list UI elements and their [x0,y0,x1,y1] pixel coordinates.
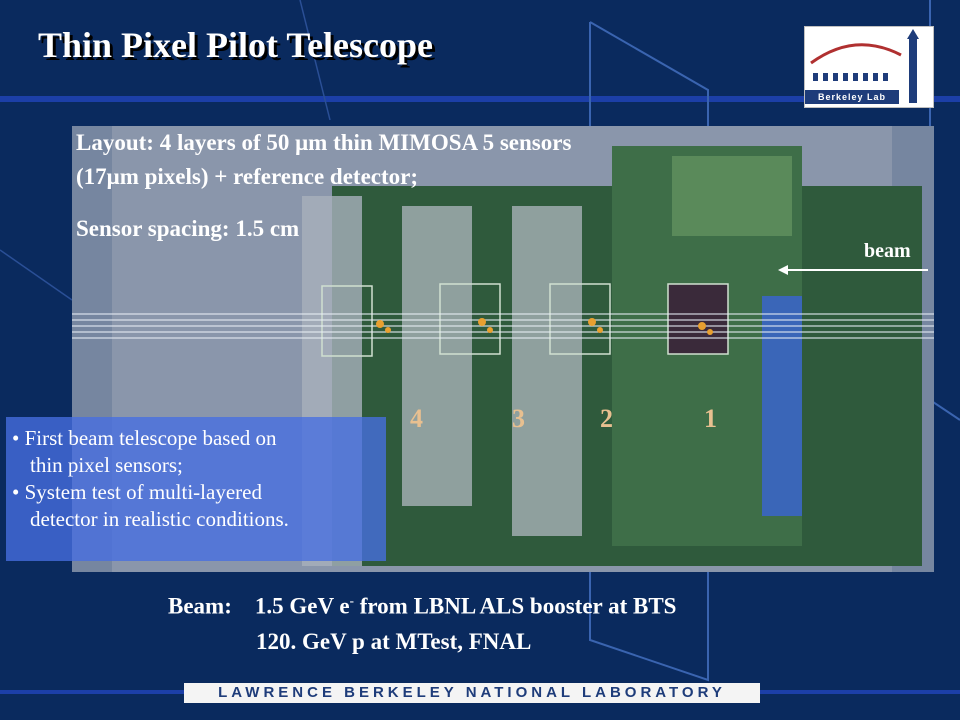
sensor-number-4: 4 [410,404,423,433]
beam-info-line-2: 120. GeV p at MTest, FNAL [256,629,532,654]
beam-info-prefix: Beam: [168,593,232,619]
page-title: Thin Pixel Pilot Telescope [38,25,434,65]
beam-arrow-icon [778,265,928,275]
beam-label: beam [864,240,911,262]
berkeley-lab-logo: Berkeley Lab [804,26,934,108]
bullet-1-line-1: • First beam telescope based on [12,426,277,450]
logo-label: Berkeley Lab [805,90,899,104]
beam-info-line-1: Beam: 1.5 GeV e- from LBNL ALS booster a… [168,593,676,620]
footer-banner: LAWRENCE BERKELEY NATIONAL LABORATORY [184,683,760,703]
bullet-2-line-2: detector in realistic conditions. [30,507,289,531]
layout-description: Layout: 4 layers of 50 μm thin MIMOSA 5 … [76,126,836,194]
bullet-box: • First beam telescope based on thin pix… [6,417,386,561]
electron-superscript: - [349,593,354,608]
beam-info-energy: 1.5 GeV e [254,593,350,619]
sensor-number-1: 1 [704,404,717,433]
beam-info-source: from LBNL ALS booster at BTS [353,593,677,619]
sensor-number-3: 3 [512,404,525,433]
sensor-number-2: 2 [600,404,613,433]
bullet-2-line-1: • System test of multi-layered [12,480,262,504]
bullet-1-line-2: thin pixel sensors; [30,453,183,477]
sensor-spacing: Sensor spacing: 1.5 cm [76,216,300,241]
layout-line-1: Layout: 4 layers of 50 μm thin MIMOSA 5 … [76,130,572,155]
layout-line-2: (17μm pixels) + reference detector; [76,164,419,189]
